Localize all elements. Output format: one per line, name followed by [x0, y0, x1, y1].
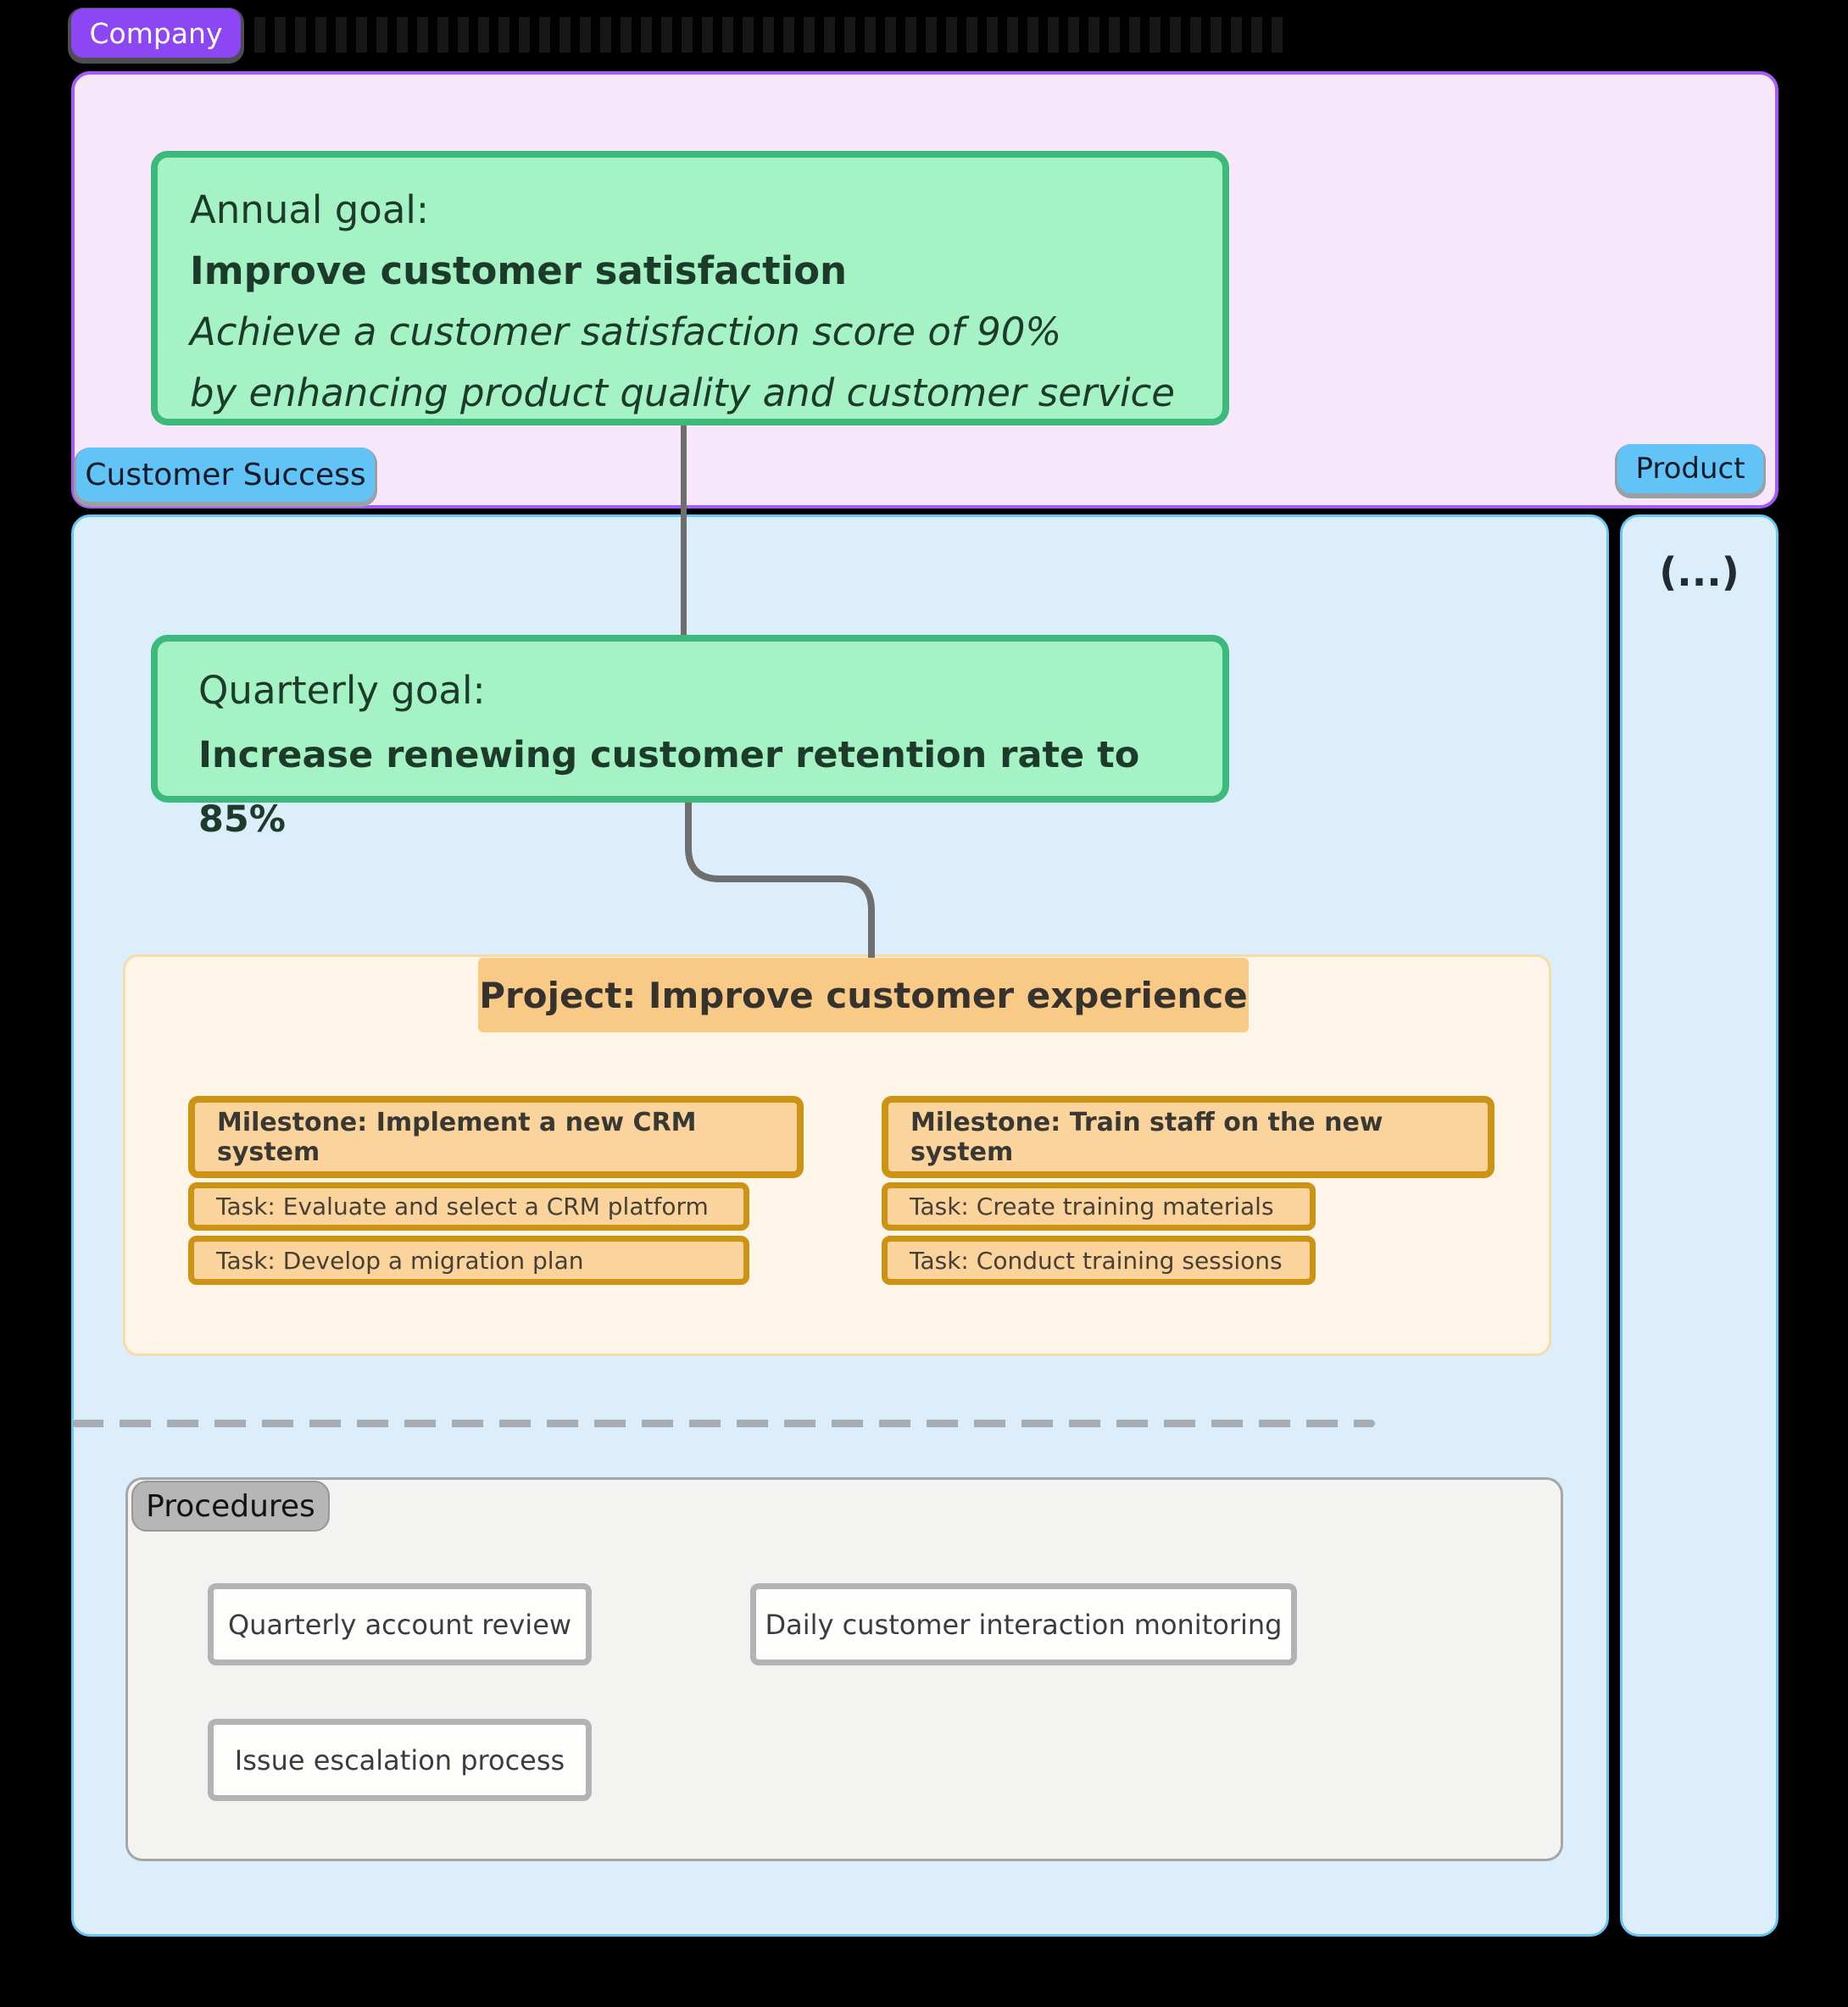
product-badge[interactable]: Product [1617, 444, 1763, 493]
task-card-training-sessions[interactable]: Task: Conduct training sessions [882, 1236, 1316, 1285]
annual-goal-desc-line2: by enhancing product quality and custome… [190, 370, 1175, 415]
annual-goal-label: Annual goal: [190, 187, 430, 232]
milestone-label: Milestone: Implement a new CRM system [217, 1107, 697, 1167]
task-card-evaluate-crm[interactable]: Task: Evaluate and select a CRM platform [188, 1182, 749, 1231]
procedure-label: Quarterly account review [227, 1608, 572, 1641]
company-badge[interactable]: Company [71, 8, 241, 58]
top-strip-pattern [254, 17, 1284, 53]
product-collapsed-placeholder[interactable]: (...) [1659, 549, 1739, 595]
connector-annual-to-quarterly [681, 424, 687, 637]
task-label: Task: Evaluate and select a CRM platform [216, 1193, 709, 1220]
task-label: Task: Develop a migration plan [216, 1246, 584, 1275]
procedure-label: Daily customer interaction monitoring [765, 1608, 1283, 1641]
connector-quarterly-to-project [685, 797, 875, 966]
annual-goal-card[interactable]: Annual goal: Improve customer satisfacti… [151, 151, 1229, 425]
task-card-training-materials[interactable]: Task: Create training materials [882, 1182, 1316, 1231]
customer-success-badge[interactable]: Customer Success [76, 448, 375, 502]
project-title[interactable]: Project: Improve customer experience [478, 958, 1249, 1032]
milestone-card-crm[interactable]: Milestone: Implement a new CRM system [188, 1096, 804, 1178]
customer-success-badge-label: Customer Success [85, 457, 366, 492]
milestone-card-train-staff[interactable]: Milestone: Train staff on the new system [882, 1096, 1495, 1178]
quarterly-goal-card[interactable]: Quarterly goal: Increase renewing custom… [151, 635, 1229, 841]
procedure-card-issue-escalation[interactable]: Issue escalation process [208, 1719, 592, 1801]
procedures-badge-label: Procedures [146, 1488, 315, 1524]
task-label: Task: Create training materials [910, 1193, 1274, 1220]
annual-goal-title: Improve customer satisfaction [190, 248, 848, 293]
procedures-badge[interactable]: Procedures [131, 1481, 330, 1532]
dashed-divider [72, 1420, 1375, 1427]
procedure-card-daily-monitoring[interactable]: Daily customer interaction monitoring [750, 1583, 1297, 1665]
task-card-migration-plan[interactable]: Task: Develop a migration plan [188, 1236, 749, 1285]
project-title-label: Project: Improve customer experience [479, 974, 1248, 1016]
product-badge-label: Product [1635, 452, 1745, 486]
annual-goal-desc-line1: Achieve a customer satisfaction score of… [190, 309, 1062, 354]
procedures-container [125, 1477, 1563, 1861]
product-container [1620, 514, 1778, 1937]
procedure-label: Issue escalation process [234, 1743, 565, 1776]
milestone-label: Milestone: Train staff on the new system [910, 1107, 1383, 1167]
task-label: Task: Conduct training sessions [910, 1246, 1283, 1275]
procedure-card-quarterly-review[interactable]: Quarterly account review [208, 1583, 592, 1665]
quarterly-goal-title: Increase renewing customer retention rat… [198, 734, 1140, 841]
quarterly-goal-label: Quarterly goal: [198, 668, 486, 713]
company-badge-label: Company [89, 16, 223, 50]
